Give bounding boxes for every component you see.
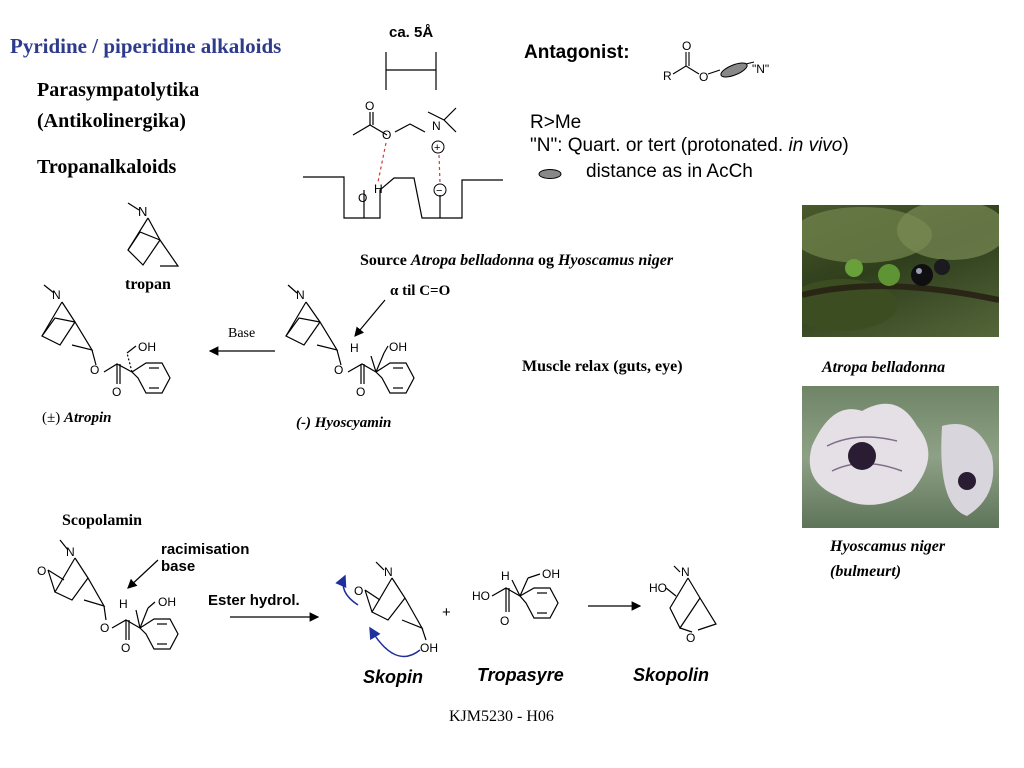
- receptor-oh-o: O: [358, 191, 367, 205]
- tropan-label: tropan: [125, 276, 171, 293]
- skopin-curved-arrows: [335, 574, 421, 658]
- tropasyre-hydroxyl: OH: [542, 567, 560, 581]
- receptor-oh-h: H: [374, 182, 383, 196]
- section-tropanalkaloids: Tropanalkaloids: [37, 156, 177, 178]
- scopolamin-ester-o: O: [100, 621, 109, 635]
- skopin-structure: [364, 561, 427, 641]
- tropasyre-carbonyl-o: O: [500, 614, 509, 628]
- antagonist-n: "N": [752, 62, 769, 76]
- antagonist-distance: distance as in AcCh: [586, 161, 753, 182]
- ach-nitrogen: N: [432, 119, 441, 133]
- muscle-relax-label: Muscle relax (guts, eye): [522, 358, 683, 375]
- tropan-nitrogen: N: [138, 204, 147, 219]
- distance-bracket: [385, 52, 437, 90]
- svg-text:+: +: [434, 142, 440, 154]
- acetylcholine-structure: [352, 107, 457, 136]
- svg-text:−: −: [436, 185, 442, 197]
- source-line: Source Atropa belladonna og Hyoscamus ni…: [360, 252, 674, 269]
- scopolamin-carbonyl-o: O: [121, 641, 130, 655]
- subtitle-antikolinergika: (Antikolinergika): [37, 110, 186, 132]
- footer-course-code: KJM5230 - H06: [449, 708, 554, 725]
- antagonist-label: Antagonist:: [524, 42, 630, 63]
- skopin-epoxide-o: O: [354, 584, 363, 598]
- photo2-caption-common: (bulmeurt): [830, 563, 902, 580]
- receptor-pocket: [303, 176, 503, 219]
- antagonist-rme: R>Me: [530, 112, 582, 133]
- skopolin-structure: [665, 565, 717, 633]
- hyoscyamin-alpha-h: H: [350, 341, 359, 355]
- negative-charge: −: [433, 183, 447, 197]
- skopolin-nitrogen: N: [681, 565, 690, 579]
- scopolamin-hydroxyl: OH: [158, 595, 176, 609]
- tropasyre-acid-ho: HO: [472, 589, 490, 603]
- slide-title: Pyridine / piperidine alkaloids: [10, 34, 282, 58]
- base-label: Base: [228, 326, 256, 341]
- hyoscyamin-structure: [285, 284, 415, 394]
- tropasyre-alpha-h: H: [501, 569, 510, 583]
- tropan-structure: [127, 202, 180, 267]
- hyoscyamin-nitrogen: N: [296, 288, 305, 302]
- subtitle-parasympatolytika: Parasympatolytika: [37, 79, 200, 101]
- antagonist-structure: [672, 52, 721, 75]
- skopin-hydroxyl: OH: [420, 641, 438, 655]
- scopolamin-label: Scopolamin: [62, 512, 143, 529]
- hyoscamus-niger-photo: [802, 386, 999, 528]
- tropasyre-label: Tropasyre: [477, 665, 564, 685]
- tropasyre-structure: [491, 573, 559, 619]
- scopolamin-nitrogen: N: [66, 545, 75, 559]
- photo2-caption-species: Hyoscamus niger: [830, 538, 946, 555]
- atropin-hydroxyl: OH: [138, 340, 156, 354]
- hydrogen-bonds: [377, 142, 441, 184]
- atropin-ester-o: O: [90, 363, 99, 377]
- alpha-pointer-arrow: [354, 299, 386, 337]
- racemisation-base-label: base: [161, 558, 196, 575]
- skopin-nitrogen: N: [384, 565, 393, 579]
- antagonist-spacer-ellipse: [720, 62, 748, 78]
- antagonist-ester-o: O: [699, 70, 708, 84]
- ach-ester-o: O: [382, 128, 391, 142]
- atropin-carbonyl-o: O: [112, 385, 121, 399]
- hyoscyamin-ester-o: O: [334, 363, 343, 377]
- alpha-label: α til C=O: [390, 283, 451, 299]
- skopin-label: Skopin: [363, 667, 424, 687]
- ester-hydrolysis-label: Ester hydrol.: [208, 592, 300, 609]
- positive-charge: +: [431, 140, 445, 154]
- spacer-legend-ellipse: [538, 169, 562, 179]
- atropa-belladonna-photo: [802, 205, 999, 337]
- plus-sign: +: [442, 604, 451, 621]
- ach-carbonyl-o: O: [365, 99, 374, 113]
- atropin-structure: [41, 284, 171, 394]
- skopolin-hydroxyl: HO: [649, 581, 667, 595]
- atropin-nitrogen: N: [52, 288, 61, 302]
- photo1-caption: Atropa belladonna: [822, 359, 946, 376]
- atropin-label: (±) Atropin: [42, 410, 112, 426]
- scopolamin-alpha-h: H: [119, 597, 128, 611]
- distance-label: ca. 5Å: [389, 24, 434, 41]
- antagonist-n-description: "N": Quart. or tert (protonated. in vivo…: [530, 135, 849, 156]
- racemisation-label: racimisation: [161, 541, 250, 558]
- skopolin-ether-o: O: [686, 631, 695, 645]
- hyoscyamin-hydroxyl: OH: [389, 340, 407, 354]
- scopolamin-epoxide-o: O: [37, 564, 46, 578]
- scopolamin-structure: [47, 539, 179, 650]
- hyoscyamin-carbonyl-o: O: [356, 385, 365, 399]
- antagonist-r: R: [663, 69, 672, 83]
- racemisation-arrow: [127, 559, 159, 589]
- antagonist-carbonyl-o: O: [682, 39, 691, 53]
- hyoscyamin-label: (-) Hyoscyamin: [296, 415, 392, 431]
- skopolin-label: Skopolin: [633, 665, 709, 685]
